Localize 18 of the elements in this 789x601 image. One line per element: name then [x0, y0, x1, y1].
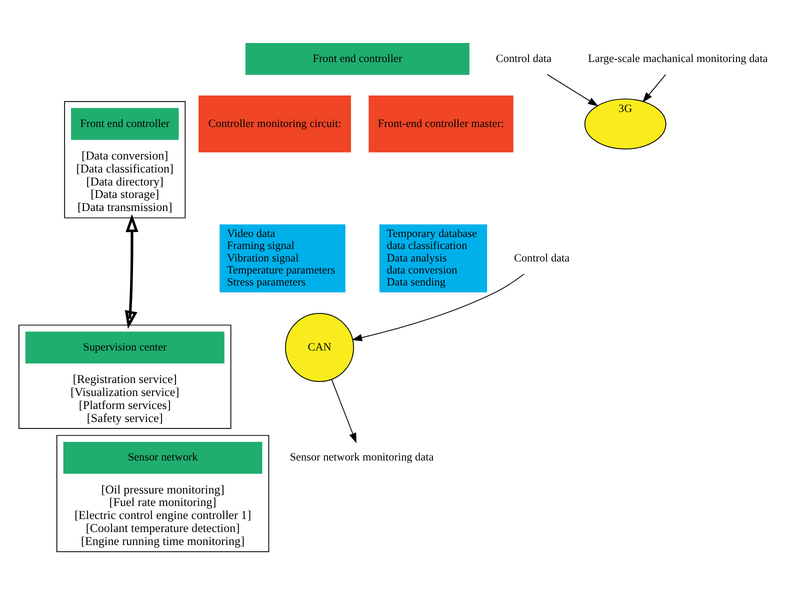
- arrow: [331, 378, 356, 443]
- node-text: Sensor network monitoring data: [290, 451, 434, 464]
- node-box: Front end controller: [71, 108, 179, 140]
- node-text: Control data: [514, 252, 570, 264]
- arrow: [642, 74, 666, 102]
- node-box: Supervision center: [25, 331, 224, 363]
- node-box: Temporary database data classification Data analysis data conversion Data sending: [379, 224, 488, 292]
- node-box: Controller monitoring circuit:: [198, 95, 351, 152]
- node-circle: CAN: [285, 312, 354, 382]
- arrow: [352, 273, 524, 341]
- node-box: Video data Framing signal Vibration signal Temperature parameters Stress parameters: [220, 224, 346, 292]
- node-box: Sensor network: [63, 441, 262, 474]
- arrow: [124, 213, 138, 328]
- arrow: [546, 74, 598, 106]
- node-text: Large-scale machanical monitoring data: [588, 52, 768, 64]
- node-box: Front end controller: [245, 42, 470, 74]
- node-text: Control data: [496, 52, 552, 64]
- node-box: Front-end controller master:: [368, 95, 514, 152]
